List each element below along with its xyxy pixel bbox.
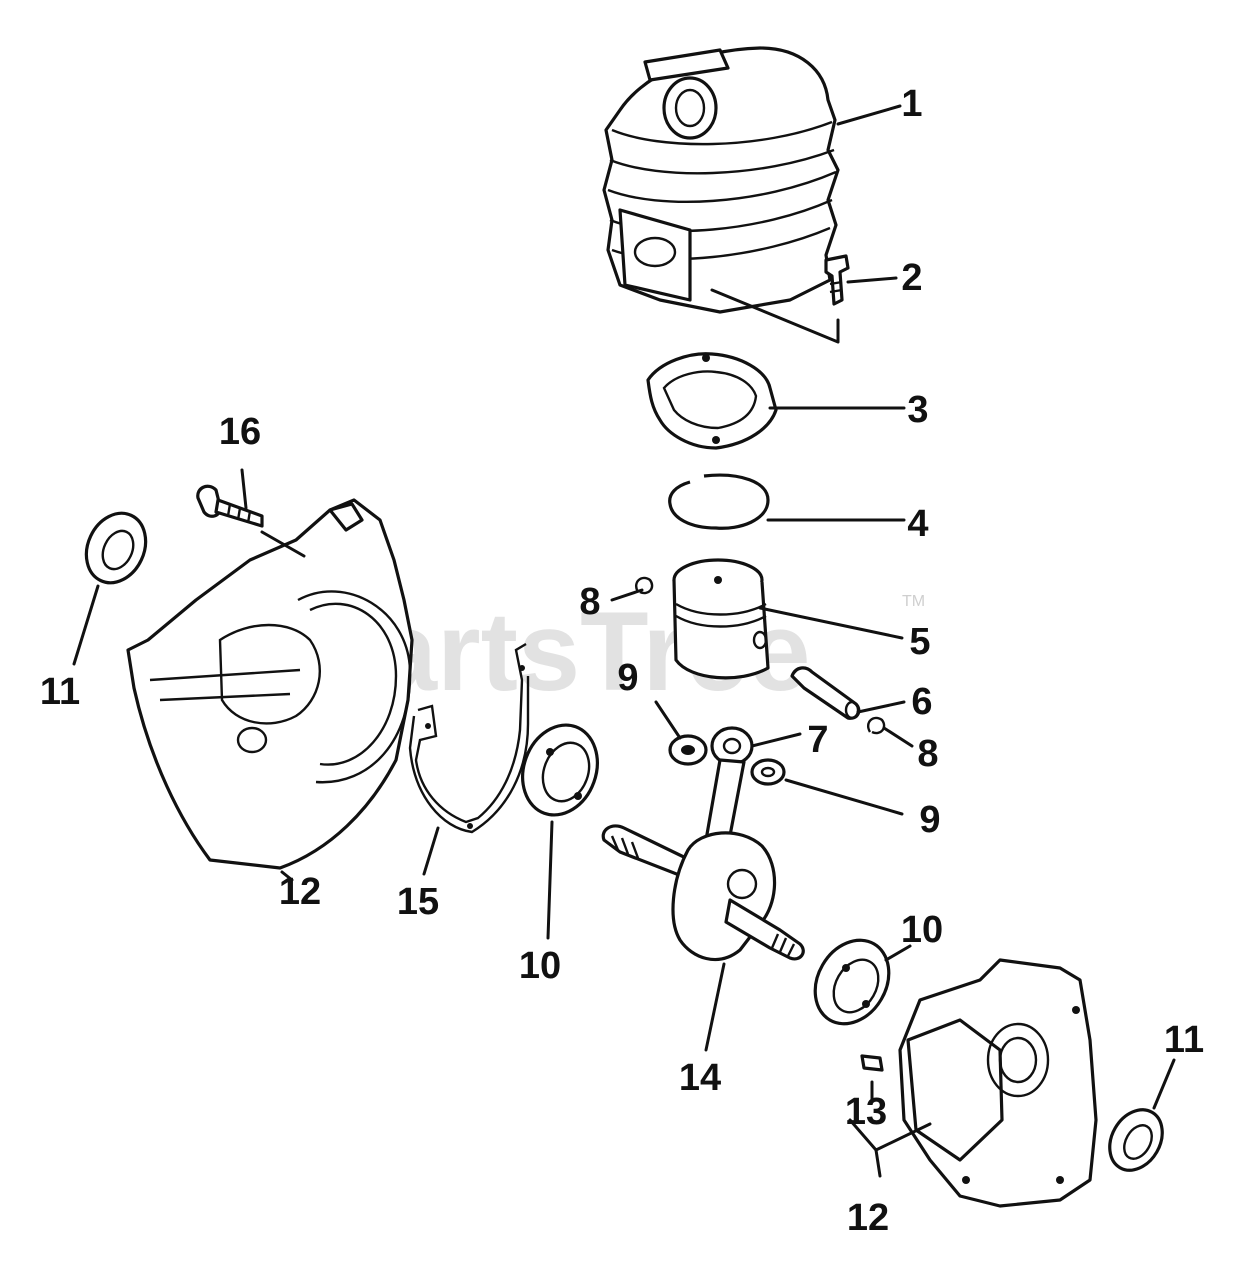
part-piston[interactable] xyxy=(672,558,770,680)
part-crankcase-left[interactable] xyxy=(126,498,414,870)
callout-10b: 10 xyxy=(901,909,943,951)
callout-8a: 8 xyxy=(579,581,600,623)
callout-8b: 8 xyxy=(917,733,938,775)
callout-3: 3 xyxy=(907,389,928,431)
part-bearing-small-a[interactable] xyxy=(668,734,708,766)
callout-10a: 10 xyxy=(519,945,561,987)
watermark-tm: TM xyxy=(902,593,925,610)
part-bearing-small-b[interactable] xyxy=(750,758,786,786)
callout-16: 16 xyxy=(219,411,261,453)
callout-5: 5 xyxy=(909,621,930,663)
callout-15: 15 xyxy=(397,881,439,923)
callout-labels: 1 2 3 4 5 6 7 8 8 9 9 10 10 11 11 12 12 … xyxy=(40,83,1204,1239)
part-piston-pin-clip-b[interactable] xyxy=(867,716,886,735)
part-piston-pin[interactable] xyxy=(790,666,861,720)
part-oil-seal-a[interactable] xyxy=(75,504,156,593)
part-crankcase-gasket[interactable] xyxy=(408,642,530,834)
part-piston-ring[interactable] xyxy=(668,473,770,530)
callout-9a: 9 xyxy=(617,657,638,699)
part-cylinder[interactable] xyxy=(602,46,840,314)
callout-13: 13 xyxy=(845,1091,887,1133)
part-bolt[interactable] xyxy=(196,484,264,528)
part-dowel-pin[interactable] xyxy=(860,1054,884,1072)
part-spark-plug[interactable] xyxy=(710,254,850,344)
part-piston-pin-clip-a[interactable] xyxy=(635,576,654,595)
leader-lines xyxy=(72,104,1176,1178)
callout-1: 1 xyxy=(901,83,922,125)
callout-2: 2 xyxy=(901,257,922,299)
part-main-bearing-b[interactable] xyxy=(801,927,904,1037)
callout-11a: 11 xyxy=(40,671,80,713)
callout-12b: 12 xyxy=(847,1197,889,1239)
callout-11b: 11 xyxy=(1164,1019,1204,1061)
part-cylinder-gasket[interactable] xyxy=(646,352,778,450)
callout-4: 4 xyxy=(907,503,928,545)
part-main-bearing-a[interactable] xyxy=(510,714,609,825)
part-oil-seal-b[interactable] xyxy=(1099,1100,1173,1179)
part-connecting-rod[interactable] xyxy=(704,726,754,848)
part-crankshaft[interactable] xyxy=(601,824,805,962)
part-crankcase-right[interactable] xyxy=(898,958,1098,1208)
callout-14: 14 xyxy=(679,1057,721,1099)
callout-12a: 12 xyxy=(279,871,321,913)
callout-7: 7 xyxy=(807,719,828,761)
callout-6: 6 xyxy=(911,681,932,723)
callout-9b: 9 xyxy=(919,799,940,841)
